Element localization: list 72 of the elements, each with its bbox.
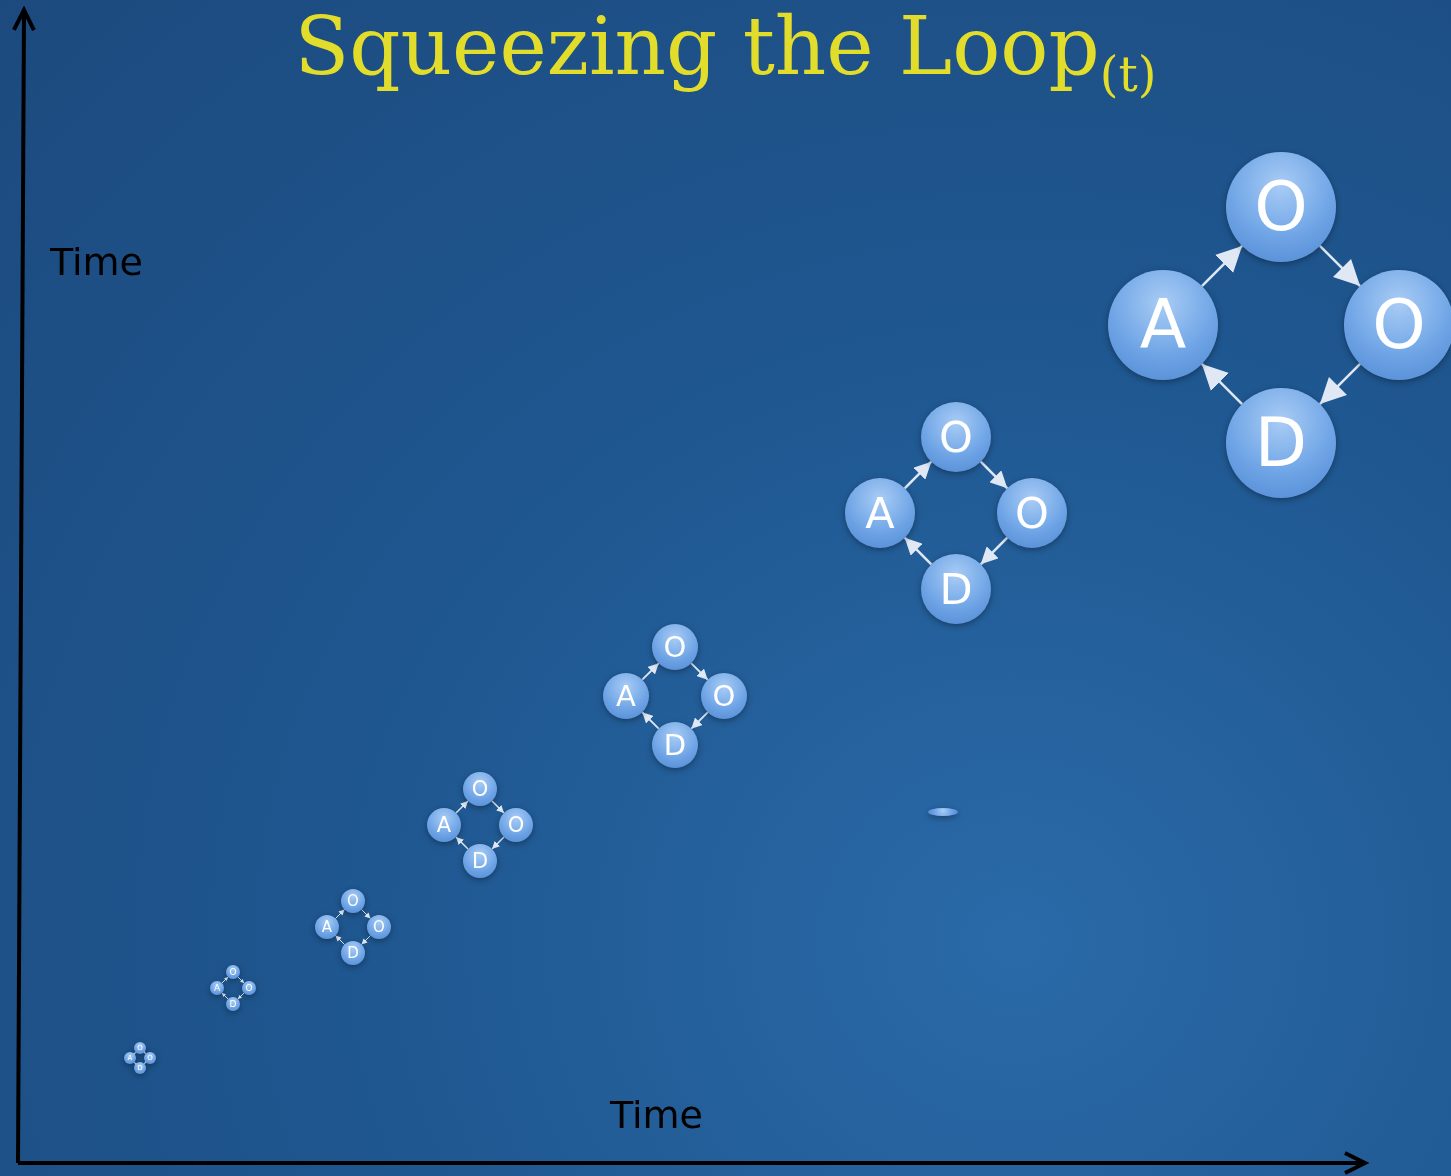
circle-letter: A [213,983,221,993]
arrow [361,909,371,919]
arrow [221,992,229,1000]
circle-letter: O [373,919,385,935]
circle-letter: O [1254,173,1308,241]
arrow [237,992,245,1000]
title: Squeezing the Loop$_{(t)}$ [293,0,1158,102]
arrow [1201,363,1243,405]
circle-letter: O [507,814,525,836]
arrow [491,800,505,814]
loop-circle [341,941,365,965]
loop-circle [463,844,497,878]
loop-circle [341,889,365,913]
circle-letter: O [229,967,237,977]
axis-label: Time [610,1093,703,1137]
arrow [1319,363,1361,405]
arrow [641,662,660,681]
loop-circle [1226,388,1336,498]
circle-letter: A [1139,291,1187,359]
arrow [335,935,345,945]
circle-letter: D [1254,409,1308,477]
arrow [335,909,345,919]
circle-letter: D [347,945,359,961]
arrow [1319,245,1361,287]
circle-letter: O [939,415,973,459]
loop-circle [997,478,1067,548]
loop-circle [603,673,649,719]
circle-letter: A [436,814,452,836]
circle-letter: O [1015,491,1049,535]
loop-circle [652,624,698,670]
arrow [690,711,709,730]
ellipse-shape [928,808,958,816]
circle-letter: D [471,850,489,872]
loop-circle [1226,152,1336,262]
circle-letter: O [1372,291,1426,359]
circle-letter: D [663,730,687,760]
arrow [491,836,505,850]
arrow [979,536,1009,566]
arrow [979,460,1009,490]
circle-letter: O [471,778,489,800]
circle-letter: A [865,491,895,535]
axis-label: Time [50,240,143,284]
loop-circle [845,478,915,548]
circle-letter: O [712,681,736,711]
circle-letter: O [347,893,359,909]
arrow [361,935,371,945]
loop-circle [921,554,991,624]
loop-circle [921,402,991,472]
circle-letter: D [939,567,973,611]
arrow [903,536,933,566]
loop-circle [1108,270,1218,380]
arrow [455,800,469,814]
circle-letter: O [663,632,687,662]
circle-letter: O [245,983,253,993]
loop-circle [499,808,533,842]
loop-circle [367,915,391,939]
arrow [641,711,660,730]
loop-circle [701,673,747,719]
arrow [690,662,709,681]
arrow [221,976,229,984]
arrow [1201,245,1243,287]
arrow [237,976,245,984]
loop-circle [427,808,461,842]
arrow [455,836,469,850]
loop-circle [1344,270,1451,380]
loop-circle [315,915,339,939]
circle-letter: D [229,999,237,1009]
circle-letter: A [616,681,636,711]
loop-circle [652,722,698,768]
arrow [903,460,933,490]
circle-letter: A [321,919,333,935]
loop-circle [463,772,497,806]
